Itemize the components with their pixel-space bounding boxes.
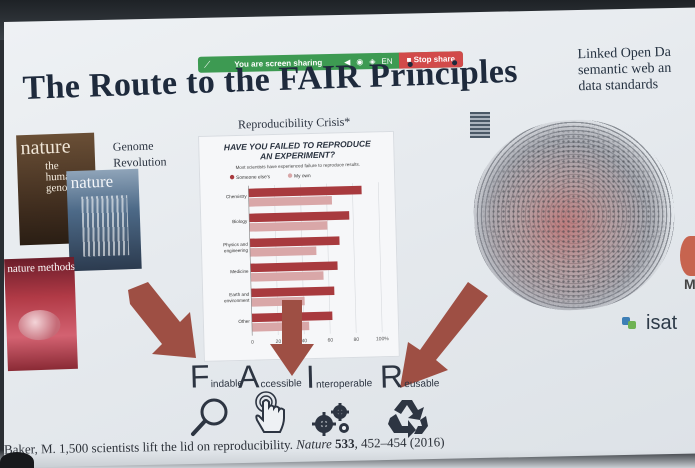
graph-legend bbox=[470, 112, 490, 138]
legend-label-0: Someone else's bbox=[236, 174, 271, 181]
x-tick-label-3: 60 bbox=[328, 338, 334, 344]
nature-methods-cover: nature methods bbox=[4, 256, 78, 372]
citation-end: , 452–454 (2016) bbox=[354, 434, 445, 451]
dna-image bbox=[81, 195, 130, 257]
grid-line-3 bbox=[325, 183, 331, 334]
fair-letter-r: R bbox=[379, 358, 404, 395]
y-axis-line bbox=[248, 185, 253, 336]
bar-2-1 bbox=[249, 246, 317, 257]
category-label-0: Chemistry bbox=[226, 194, 248, 200]
chart-title: Reproducibility Crisis* bbox=[237, 114, 351, 132]
bar-1-1 bbox=[249, 221, 328, 232]
grid-line-4 bbox=[351, 182, 357, 333]
fair-word-a: ccessible bbox=[260, 378, 302, 391]
genome-line-1: Genome bbox=[112, 138, 154, 154]
category-label-5: Other bbox=[238, 319, 250, 324]
fair-letter-i: I bbox=[305, 358, 316, 395]
linked-open-data-text: Linked Open Da semantic web an data stan… bbox=[577, 45, 672, 95]
grid-line-5 bbox=[377, 182, 383, 333]
screen-bottom-edge bbox=[0, 450, 695, 468]
x-tick-label-2: 40 bbox=[302, 338, 308, 344]
category-label-4: Earth and bbox=[229, 292, 249, 298]
legend-label-1: My own bbox=[294, 173, 311, 179]
chart-caption: Most scientists have experienced failure… bbox=[235, 162, 360, 170]
x-tick-label-0: 0 bbox=[251, 340, 254, 346]
arrow-down-right-icon bbox=[128, 282, 196, 358]
arrow-down-left-icon bbox=[400, 282, 488, 388]
x-tick-label-4: 80 bbox=[354, 337, 360, 343]
audience-head bbox=[0, 452, 34, 468]
isa-tools-logo: isat bbox=[622, 312, 677, 335]
isa-logo-icon bbox=[622, 316, 638, 331]
pointer-hand-icon bbox=[255, 391, 285, 433]
bar-2-0 bbox=[249, 236, 340, 248]
network-nodes bbox=[476, 124, 672, 308]
bar-4-0 bbox=[251, 286, 335, 298]
category-label-4-b: environment bbox=[224, 298, 250, 304]
category-label-2-b: engineering bbox=[224, 248, 249, 254]
cover-masthead: nature bbox=[70, 171, 114, 193]
recycle-icon bbox=[388, 400, 428, 438]
cover-illustration bbox=[17, 309, 61, 341]
bar-0-0 bbox=[248, 185, 362, 198]
fair-word-r: eusable bbox=[404, 378, 440, 391]
genome-revolution-label: Genome Revolution bbox=[113, 137, 167, 170]
arrow-down-icon bbox=[270, 300, 314, 376]
citation-volume: 533 bbox=[334, 435, 355, 452]
genome-line-2: Revolution bbox=[113, 154, 167, 170]
fair-letter-a: A bbox=[237, 358, 260, 395]
fair-letter-f: F bbox=[189, 358, 211, 395]
partial-logo-letter: M bbox=[684, 276, 695, 292]
grid-line-2 bbox=[300, 184, 305, 335]
legend-swatch-0 bbox=[229, 174, 235, 180]
gears-icon bbox=[312, 403, 349, 436]
partial-logo bbox=[680, 236, 695, 276]
search-icon bbox=[191, 398, 228, 436]
chart-subtitle-line-2: AN EXPERIMENT? bbox=[259, 149, 336, 161]
grid-line-1 bbox=[274, 185, 279, 335]
cover-masthead: nature bbox=[20, 135, 71, 160]
isa-logo-text: isat bbox=[646, 312, 678, 334]
chart-subtitle-line-1: HAVE YOU FAILED TO REPRODUCE bbox=[224, 138, 371, 152]
nature-genome-cover: nature bbox=[66, 168, 142, 272]
bar-1-0 bbox=[249, 211, 350, 223]
x-tick-label-1: 20 bbox=[276, 339, 282, 345]
legend-swatch-1 bbox=[287, 173, 293, 178]
x-tick-label-5: 100% bbox=[376, 336, 389, 342]
bar-3-1 bbox=[250, 271, 324, 282]
linked-line-3: data standards bbox=[578, 77, 659, 95]
bar-3-0 bbox=[250, 261, 338, 273]
fair-word-i: nteroperable bbox=[315, 378, 373, 391]
category-label-1: Biology bbox=[232, 219, 248, 224]
cover-masthead: nature methods bbox=[7, 260, 76, 276]
bar-0-1 bbox=[248, 196, 333, 207]
category-label-3: Medicine bbox=[230, 269, 249, 274]
category-label-2: Physics and bbox=[223, 242, 248, 248]
